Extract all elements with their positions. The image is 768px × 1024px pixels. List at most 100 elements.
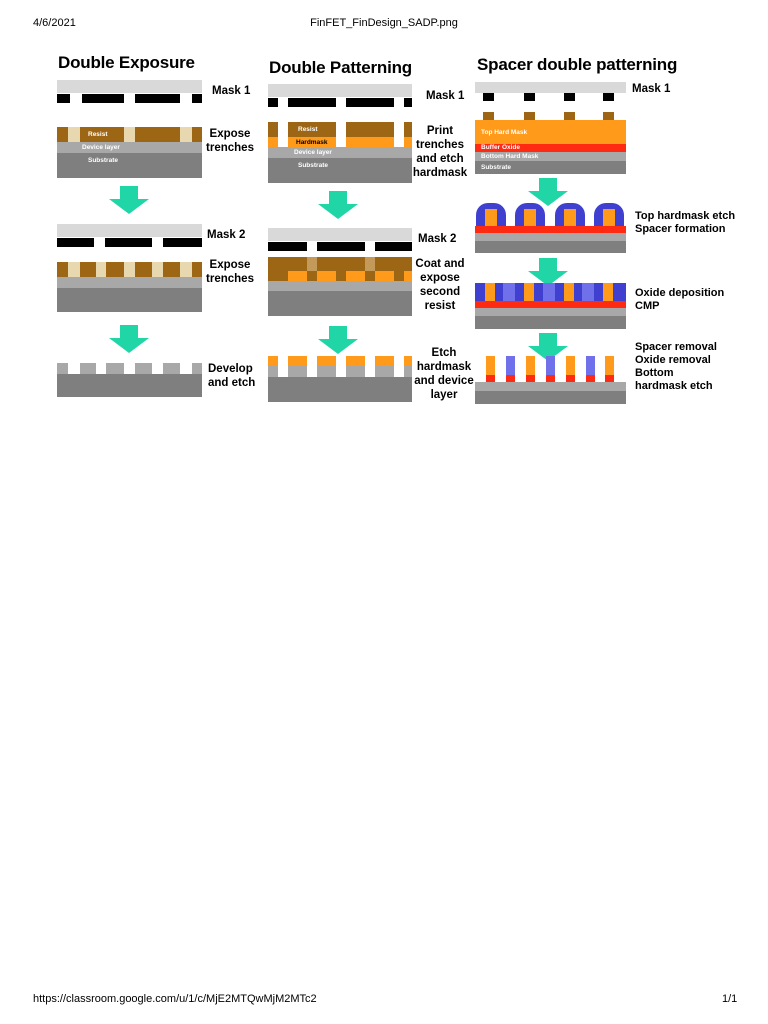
de-expose2-label: Expose trenches bbox=[206, 259, 254, 285]
sp-final-oxide bbox=[526, 375, 535, 382]
dp-mask1-bar bbox=[268, 98, 278, 107]
sp-mask1-bar bbox=[483, 93, 494, 101]
de-arrow-2 bbox=[109, 325, 149, 355]
de-etched-line bbox=[192, 363, 202, 374]
dp-hardmask-block bbox=[288, 137, 336, 147]
dp-mask2-bar bbox=[317, 242, 365, 251]
sp-final-line-blue bbox=[546, 356, 555, 375]
de-device-layer-2 bbox=[57, 277, 202, 288]
sp-bottom-hard-mask-3 bbox=[475, 308, 626, 316]
sp-top-hard-mask bbox=[475, 120, 626, 144]
dp-resist-block bbox=[346, 122, 394, 137]
dp-device-layer bbox=[268, 147, 412, 158]
dp-device-line bbox=[288, 366, 307, 377]
double-exposure-title: Double Exposure bbox=[58, 53, 195, 72]
dp-substrate bbox=[268, 158, 412, 183]
sp-core-line bbox=[485, 283, 495, 301]
de-arrow-1 bbox=[109, 186, 149, 216]
sp-spacer-dome bbox=[515, 203, 545, 226]
de-substrate-3 bbox=[57, 374, 202, 397]
sp-oxide-gap bbox=[582, 283, 594, 301]
spacer-title: Spacer double patterning bbox=[477, 55, 678, 74]
dp-substrate-3 bbox=[268, 377, 412, 402]
dp-mask2-plate bbox=[268, 228, 412, 241]
dp-hardmask-gap bbox=[278, 271, 288, 281]
dp-hardmask-block bbox=[404, 137, 412, 147]
sp-final-oxide bbox=[506, 375, 515, 382]
sp-core-line bbox=[603, 283, 613, 301]
dp-second-resist bbox=[268, 257, 412, 271]
sp-bottom-hard-mask-2 bbox=[475, 233, 626, 241]
dp-hardmask-text: Hardmask bbox=[296, 139, 328, 146]
dp-hm-line bbox=[404, 356, 412, 366]
de-mask1-label: Mask 1 bbox=[212, 85, 251, 97]
dp-mask1-plate bbox=[268, 84, 412, 97]
dp-print-label: Print trenches and etch hardmask bbox=[412, 125, 468, 179]
de-substrate-2 bbox=[57, 288, 202, 312]
sp-spacer-dome bbox=[476, 203, 506, 226]
sp-spacer-dome bbox=[555, 203, 585, 226]
sp-step4-line2: Oxide removal bbox=[635, 354, 711, 366]
sp-step3-line2: CMP bbox=[635, 300, 660, 312]
sp-final-line-orange bbox=[486, 356, 495, 375]
de-exposed-trench bbox=[124, 127, 135, 142]
sp-final-oxide bbox=[546, 375, 555, 382]
sp-final-line-orange bbox=[566, 356, 575, 375]
de-device-text: Device layer bbox=[82, 144, 120, 151]
dp-resist-fill bbox=[268, 271, 412, 281]
sp-mask1-plate bbox=[475, 82, 626, 93]
sp-step4-line4: hardmask etch bbox=[635, 380, 713, 392]
sp-bottom-hard-mask-text: Bottom Hard Mask bbox=[481, 153, 539, 160]
sp-substrate bbox=[475, 161, 626, 174]
dp-hm-line bbox=[375, 356, 394, 366]
de-etched-line bbox=[163, 363, 180, 374]
dp-coat-label: Coat and expose second resist bbox=[415, 258, 465, 312]
de-mask2-bar bbox=[163, 238, 202, 247]
dp-resist-block bbox=[404, 122, 412, 137]
dp-mask1-bar bbox=[404, 98, 412, 107]
de-mask2-bar bbox=[105, 238, 152, 247]
sp-final-line-blue bbox=[586, 356, 595, 375]
sp-final-oxide bbox=[486, 375, 495, 382]
sp-final-oxide bbox=[605, 375, 614, 382]
de-etched-line bbox=[135, 363, 152, 374]
sp-resist-block bbox=[483, 112, 494, 120]
sp-top-hard-mask-text: Top Hard Mask bbox=[481, 129, 528, 136]
sp-arrow-1 bbox=[528, 178, 568, 208]
sp-bottom-hard-mask-4 bbox=[475, 382, 626, 391]
de-mask1-bar bbox=[192, 94, 202, 103]
de-mask1-bar bbox=[82, 94, 124, 103]
de-etched-line bbox=[80, 363, 96, 374]
dp-substrate-2 bbox=[268, 291, 412, 316]
de-etched-line bbox=[106, 363, 124, 374]
de-etched-line bbox=[57, 363, 68, 374]
sp-bottom-hard-mask bbox=[475, 152, 626, 161]
sp-step2-line2: Spacer formation bbox=[635, 223, 726, 235]
sp-buffer-oxide-text: Buffer Oxide bbox=[481, 144, 521, 151]
dp-hm-line bbox=[346, 356, 365, 366]
de-exposed-trench bbox=[96, 262, 106, 277]
sp-resist-block bbox=[524, 112, 535, 120]
dp-hm-line bbox=[268, 356, 278, 366]
dp-trench bbox=[307, 271, 317, 281]
de-develop-label: Develop and etch bbox=[208, 363, 256, 389]
sp-core-line bbox=[524, 283, 534, 301]
dp-hardmask-block bbox=[268, 137, 278, 147]
sp-buffer-oxide-3 bbox=[475, 301, 626, 308]
sp-resist-block bbox=[603, 112, 614, 120]
dp-trench bbox=[365, 271, 375, 281]
dp-mask2-label: Mask 2 bbox=[418, 233, 457, 245]
dp-device-line bbox=[317, 366, 336, 377]
dp-exposed-gap bbox=[307, 257, 317, 271]
dp-arrow-1 bbox=[318, 191, 358, 221]
sp-final-oxide bbox=[586, 375, 595, 382]
dp-mask1-bar bbox=[346, 98, 394, 107]
sp-mask1-bar bbox=[524, 93, 535, 101]
print-url: https://classroom.google.com/u/1/c/MjE2M… bbox=[33, 993, 317, 1005]
sp-core-line bbox=[564, 283, 574, 301]
de-exposed-trench bbox=[152, 262, 163, 277]
double-patterning-title: Double Patterning bbox=[269, 58, 412, 77]
de-mask2-plate bbox=[57, 224, 202, 237]
dp-mask1-bar bbox=[288, 98, 336, 107]
de-mask2-bar bbox=[57, 238, 94, 247]
